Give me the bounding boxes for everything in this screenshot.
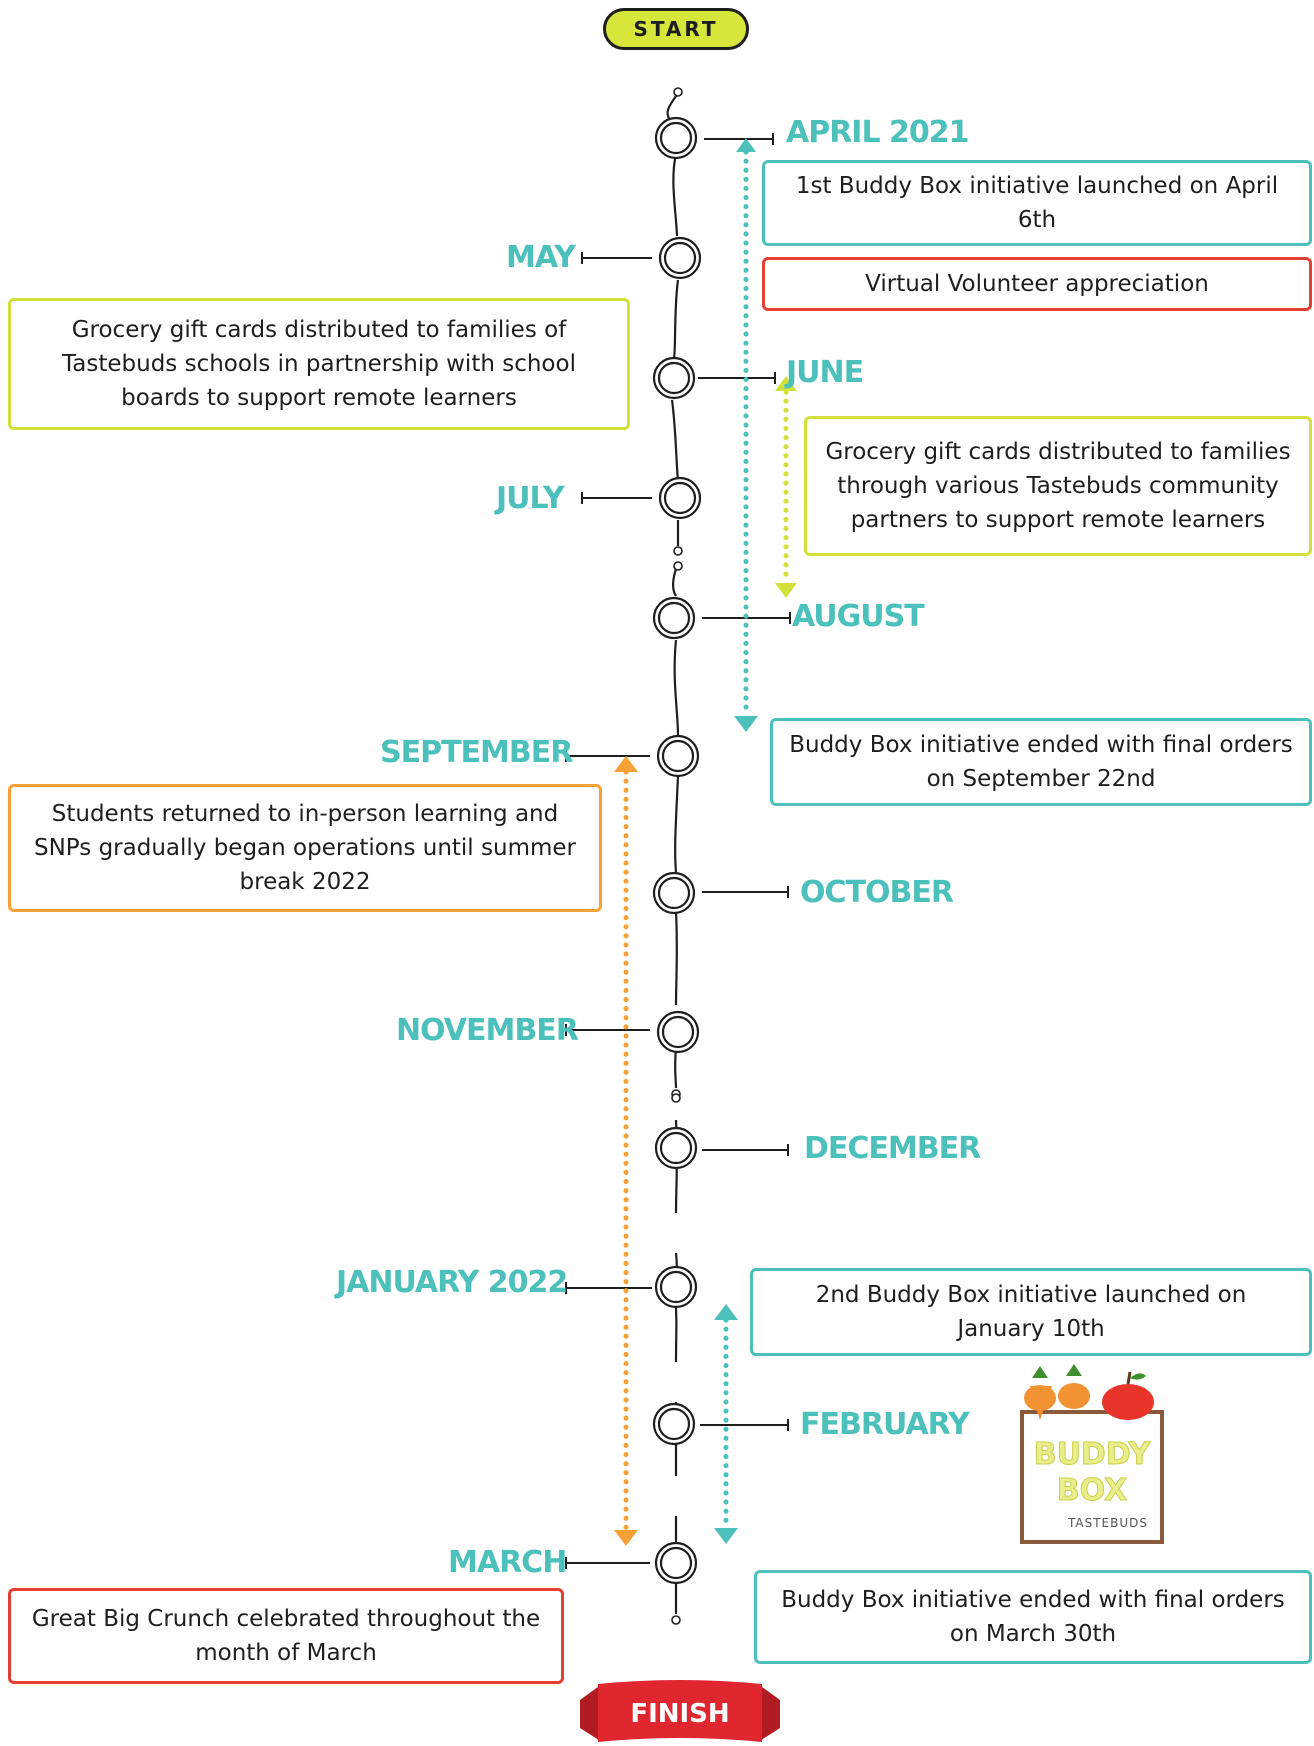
buddy-box-logo-sub: TASTEBUDS	[1068, 1516, 1149, 1530]
event-text: Great Big Crunch celebrated throughout t…	[31, 1606, 541, 1666]
finish-label: FINISH	[630, 1699, 730, 1729]
event-text: 2nd Buddy Box initiative launched on Jan…	[815, 1282, 1247, 1342]
event-text: Virtual Volunteer appreciation	[865, 271, 1209, 297]
month-june: JUNE	[786, 355, 864, 390]
month-march: MARCH	[448, 1545, 567, 1580]
event-buddy-box-2-end: Buddy Box initiative ended with final or…	[754, 1570, 1312, 1664]
event-text: Buddy Box initiative ended with final or…	[789, 732, 1293, 792]
event-great-big-crunch: Great Big Crunch celebrated throughout t…	[8, 1588, 564, 1684]
month-july: JULY	[496, 481, 565, 516]
event-text: Buddy Box initiative ended with final or…	[781, 1587, 1285, 1647]
start-pill: START	[603, 8, 749, 50]
month-september: SEPTEMBER	[380, 735, 573, 770]
event-text: Students returned to in-person learning …	[34, 801, 576, 895]
month-november: NOVEMBER	[396, 1013, 579, 1048]
event-text: 1st Buddy Box initiative launched on Apr…	[795, 173, 1279, 233]
month-august: AUGUST	[792, 599, 925, 634]
event-text: Grocery gift cards distributed to famili…	[825, 439, 1291, 533]
month-february: FEBRUARY	[800, 1407, 970, 1442]
month-october: OCTOBER	[800, 875, 954, 910]
event-buddy-box-2-launch: 2nd Buddy Box initiative launched on Jan…	[750, 1268, 1312, 1356]
month-january-2022: JANUARY 2022	[336, 1265, 568, 1300]
month-may: MAY	[506, 240, 576, 275]
event-buddy-box-1-launch: 1st Buddy Box initiative launched on Apr…	[762, 160, 1312, 246]
buddy-box-logo-line1: BUDDY	[1033, 1437, 1151, 1472]
event-gift-cards-community: Grocery gift cards distributed to famili…	[804, 416, 1312, 556]
event-text: Grocery gift cards distributed to famili…	[62, 317, 576, 411]
event-in-person-learning: Students returned to in-person learning …	[8, 784, 602, 912]
month-april-2021: APRIL 2021	[786, 115, 970, 150]
start-label: START	[633, 17, 719, 41]
event-gift-cards-schools: Grocery gift cards distributed to famili…	[8, 298, 630, 430]
buddy-box-logo-line2: BOX	[1056, 1473, 1128, 1508]
event-buddy-box-1-end: Buddy Box initiative ended with final or…	[770, 718, 1312, 806]
event-volunteer-appreciation: Virtual Volunteer appreciation	[762, 257, 1312, 311]
buddy-box-logo-art	[1020, 1364, 1164, 1544]
finish-banner: FINISH	[590, 1692, 770, 1736]
month-december: DECEMBER	[804, 1131, 981, 1166]
